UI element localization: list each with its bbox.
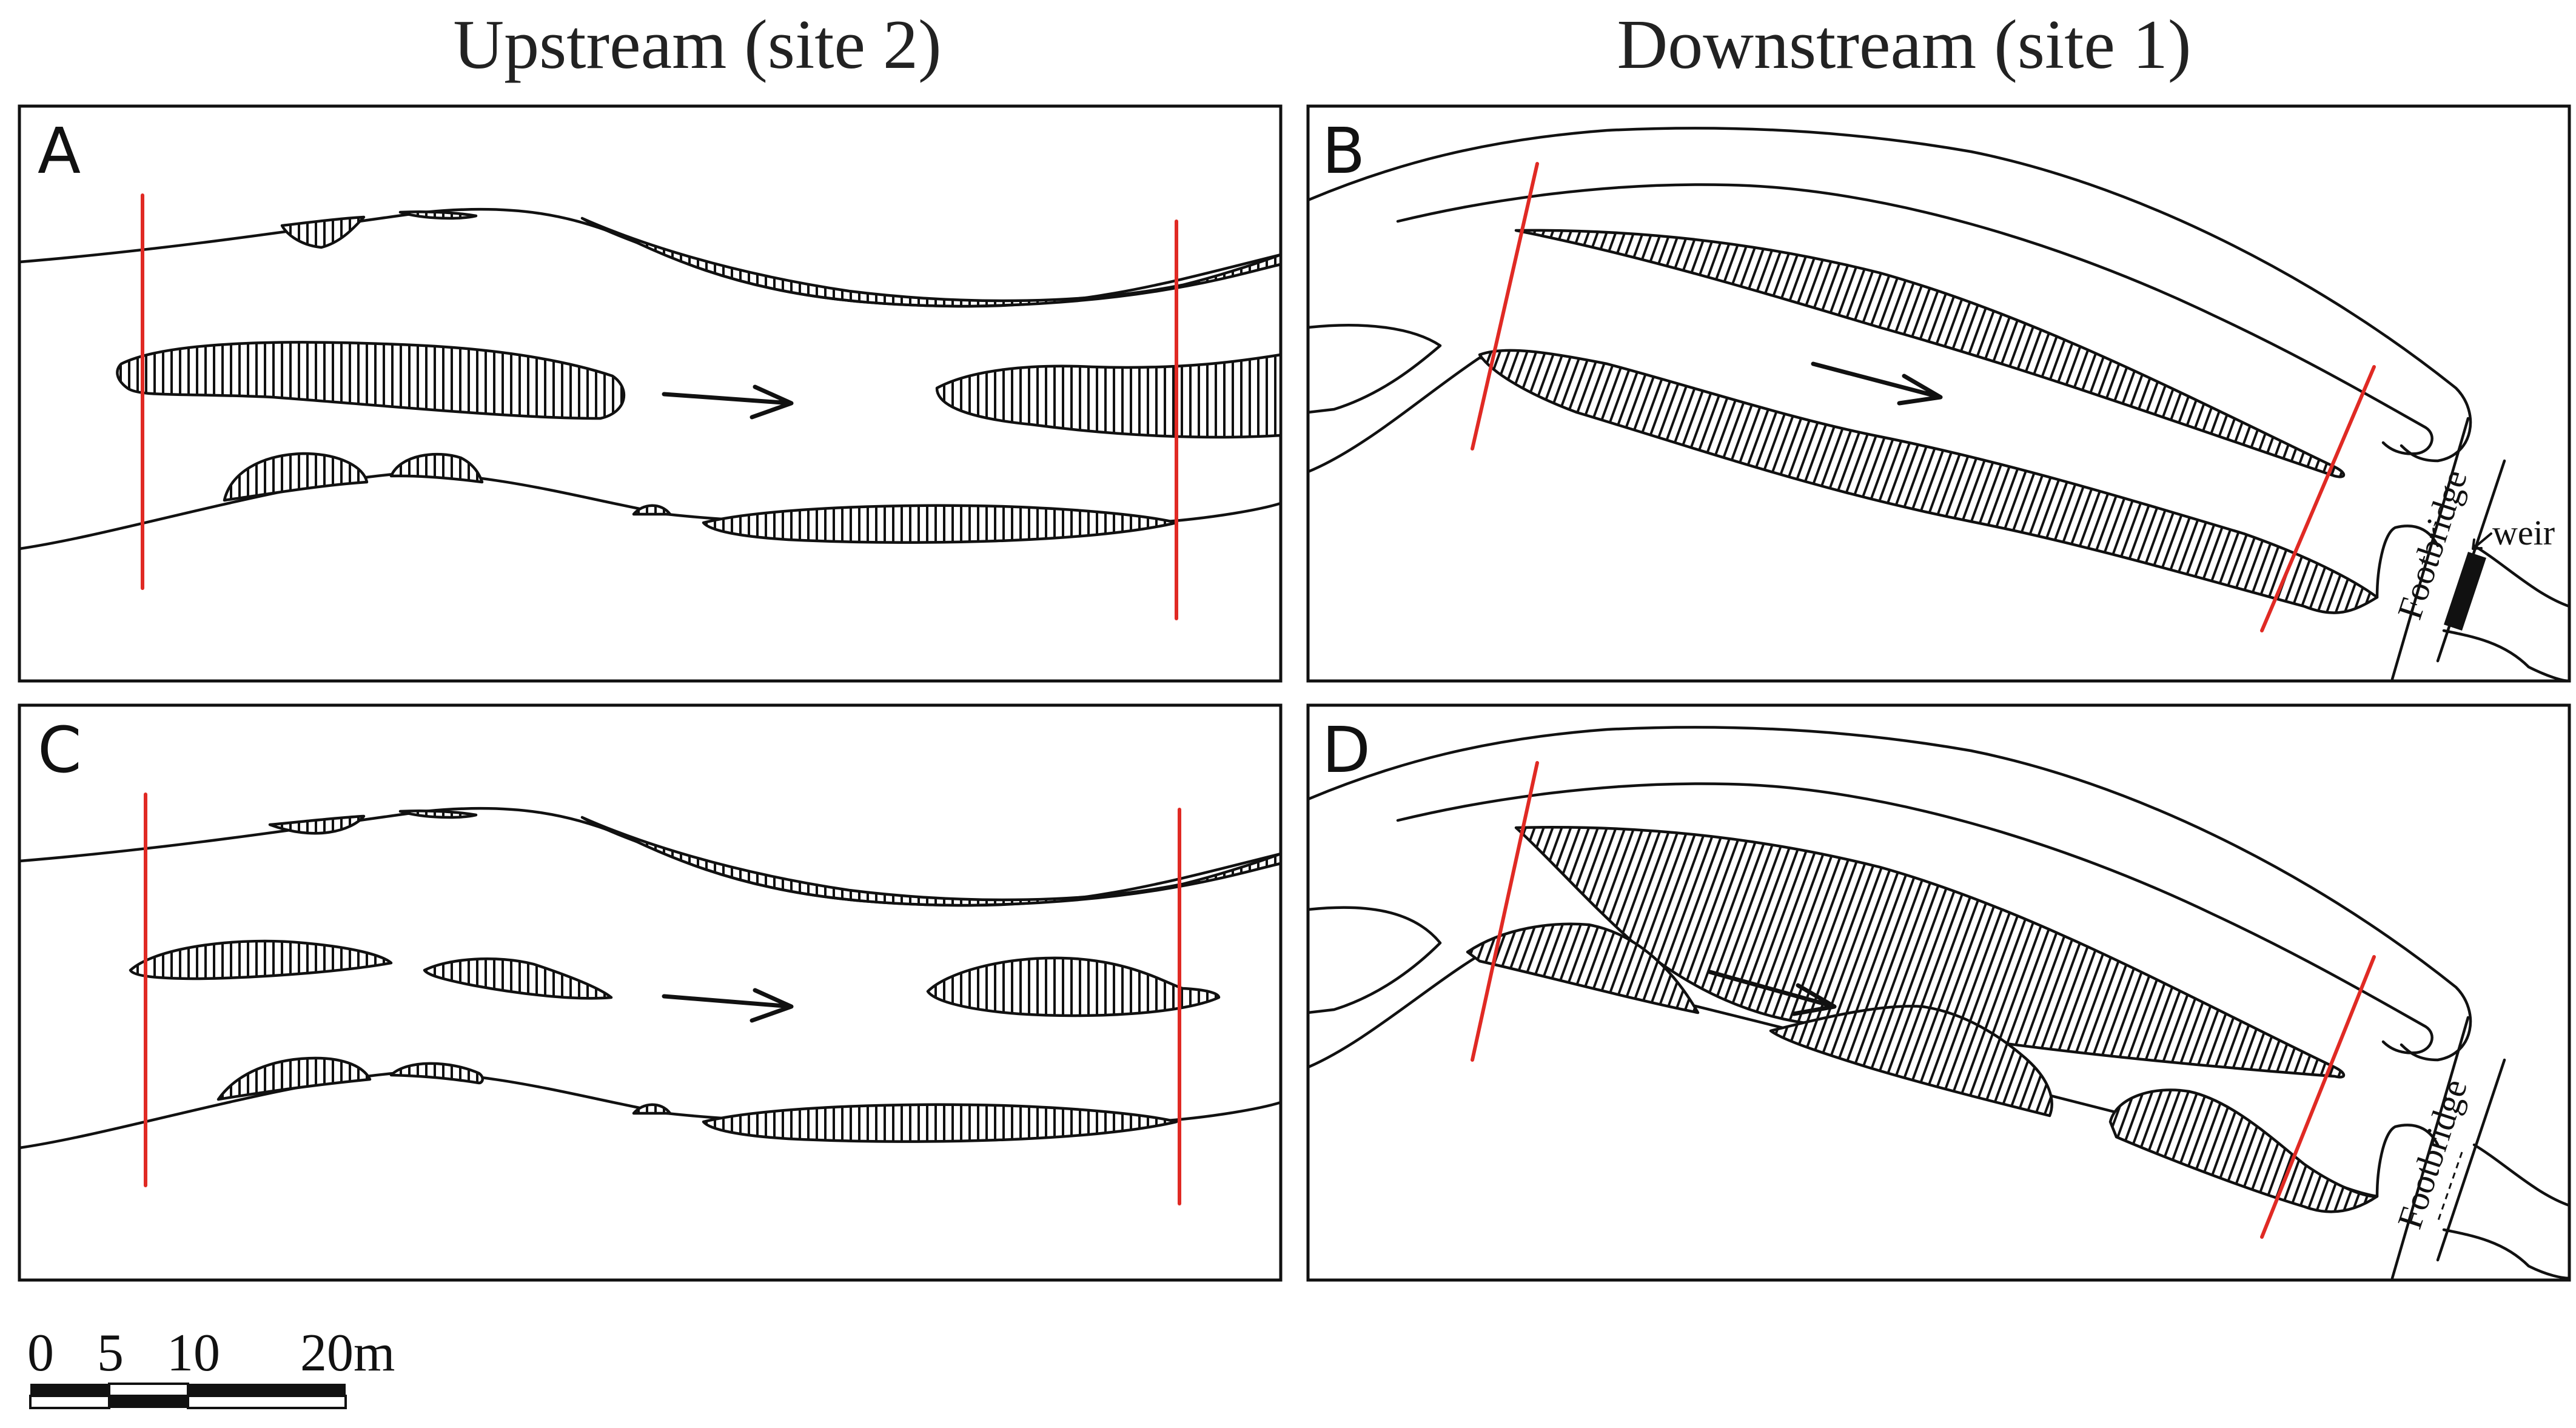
panel-a-bar-low-mid	[389, 452, 484, 484]
panel-d-transect-right	[2260, 955, 2376, 1239]
panel-c-frame	[18, 703, 1283, 1282]
panel-c-upper-bank	[18, 806, 1283, 907]
panel-c-bar-mid-3	[926, 956, 1221, 1017]
panel-d: D Footbridge	[1306, 703, 2571, 1282]
scale-segment-1-top	[30, 1384, 109, 1396]
scale-segment-3-top	[188, 1384, 346, 1396]
panel-b-weir-pointer	[2472, 532, 2492, 550]
panel-d-footbridge-right-edge	[2436, 1058, 2506, 1262]
panel-a-bar-low-right	[702, 504, 1178, 544]
panel-a-upper-bank	[18, 207, 1283, 308]
panel-b-flow-arrow	[1811, 361, 1943, 406]
panel-b-bar-lower	[1478, 349, 2379, 614]
panel-c-bar-low-right	[702, 1103, 1178, 1143]
panel-b-downstream-channel	[2442, 544, 2571, 683]
panel-b-bar-upper	[1514, 229, 2346, 478]
panel-d-downstream-channel	[2442, 1143, 2571, 1280]
panel-c-bar-low-left	[216, 1056, 372, 1101]
panel-d-bar-upper	[1514, 826, 2346, 1079]
panel-c-bar-top-small	[398, 810, 478, 819]
panel-d-footbridge-left-edge	[2390, 1016, 2470, 1280]
panel-b-transect-right	[2260, 365, 2376, 632]
scale-segment-2-bottom	[109, 1396, 188, 1408]
panel-b-outer-bank	[1306, 127, 2472, 463]
panel-d-bar-mid	[1769, 1005, 2053, 1118]
panel-d-letter: D	[1322, 713, 1370, 787]
panel-d-outer-bank	[1306, 726, 2472, 1062]
panel-d-frame	[1306, 703, 2571, 1282]
panel-b-letter: B	[1322, 114, 1365, 188]
panel-d-dashed-line	[2437, 1151, 2463, 1222]
panel-b-weir	[2444, 552, 2486, 631]
scale-label-5: 5	[97, 1324, 124, 1383]
panel-b-transect-left	[1471, 162, 1539, 451]
panel-d-inner-bank	[1396, 782, 2433, 1054]
scale-bar: 0 5 10 20m	[27, 1324, 395, 1409]
panel-a-letter: A	[38, 114, 81, 188]
panel-c-bar-top-left	[268, 814, 366, 835]
panel-c-flow-arrow	[662, 988, 794, 1023]
scale-label-20m: 20m	[300, 1324, 395, 1383]
panel-b-footbridge: Footbridge weir	[2390, 417, 2571, 683]
scale-segment-2-top	[108, 1383, 189, 1397]
scale-segment-1-bottom	[29, 1395, 110, 1409]
panel-c-bar-top-long	[580, 816, 1283, 907]
panel-a: A	[18, 104, 1283, 683]
panel-c-letter: C	[38, 713, 82, 787]
panel-a-bar-top-small	[398, 210, 478, 220]
panel-c-bar-low-speck	[632, 1103, 672, 1115]
panel-a-bar-mid-left	[116, 341, 626, 420]
scale-label-10: 10	[167, 1324, 220, 1383]
panel-a-bar-top-long	[580, 216, 1283, 308]
panel-b-weir-label: weir	[2492, 513, 2555, 552]
panel-a-bar-low-speck	[632, 504, 672, 516]
scale-segment-3-bottom	[187, 1395, 347, 1409]
panel-d-left-channel	[1306, 906, 1442, 1014]
downstream-column-title: Downstream (site 1)	[1617, 6, 2191, 84]
panel-c-bar-low-mid	[389, 1062, 484, 1085]
scale-label-0: 0	[27, 1324, 54, 1383]
panel-d-transect-left	[1471, 761, 1539, 1062]
panel-b-inner-bank	[1396, 183, 2433, 455]
panel-b-frame	[1306, 104, 2571, 683]
panel-b-left-channel	[1306, 324, 1442, 414]
panel-c: C	[18, 703, 1283, 1282]
panel-a-flow-arrow	[662, 384, 794, 420]
panel-a-bar-mid-right	[935, 353, 1283, 439]
panel-d-bar-lower-right	[2108, 1088, 2379, 1213]
upstream-column-title: Upstream (site 2)	[453, 6, 941, 84]
panel-c-bar-mid-2	[423, 957, 613, 1000]
panel-b-footbridge-left-edge	[2390, 417, 2470, 681]
panel-b: B Footbridge weir	[1306, 104, 2571, 683]
panel-d-bar-left	[1466, 922, 1700, 1014]
panel-a-bar-top-left	[280, 215, 366, 249]
panel-d-flow-arrow	[1708, 970, 1837, 1016]
panel-c-bar-mid-1	[129, 939, 393, 980]
panel-a-bar-low-left	[223, 452, 369, 502]
